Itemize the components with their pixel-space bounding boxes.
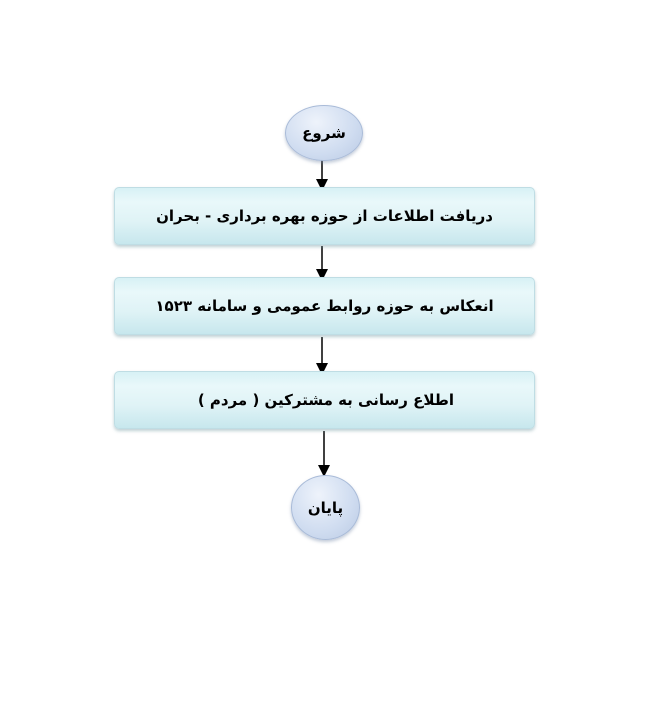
process-step-3-label: اطلاع رسانی به مشترکین ( مردم ) [197, 391, 454, 409]
process-step-2-label: انعکاس به حوزه روابط عمومی و سامانه ۱۵۲۳ [155, 297, 494, 315]
end-node: پایان [291, 475, 360, 540]
process-step-1-label: دریافت اطلاعات از حوزه بهره برداری - بحر… [156, 207, 493, 225]
start-node: شروع [285, 105, 363, 161]
start-label: شروع [302, 124, 346, 142]
process-step-3: اطلاع رسانی به مشترکین ( مردم ) [114, 371, 535, 429]
process-step-1: دریافت اطلاعات از حوزه بهره برداری - بحر… [114, 187, 535, 245]
process-step-2: انعکاس به حوزه روابط عمومی و سامانه ۱۵۲۳ [114, 277, 535, 335]
end-label: پایان [307, 498, 344, 517]
